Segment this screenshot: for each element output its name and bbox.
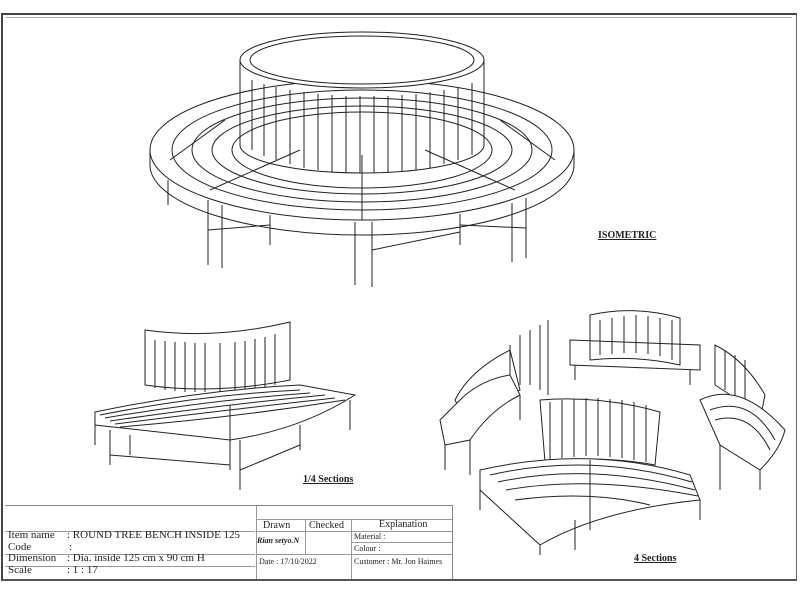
title-block: Drawn Checked Explanation Item name : RO…: [5, 505, 453, 579]
code-value: :: [69, 541, 73, 553]
checked-header: Checked: [309, 520, 344, 531]
item-name-value: : ROUND TREE BENCH INSIDE 125: [67, 529, 241, 541]
drawing-frame: [1, 13, 797, 581]
item-name-label: Item name: [8, 529, 55, 541]
isometric-round-bench: [149, 31, 575, 287]
scale-value: : 1 : 17: [67, 564, 98, 576]
date: Date : 17/10/2022: [259, 557, 317, 566]
dimension-value: : Dia. inside 125 cm x 90 cm H: [67, 552, 205, 564]
code-label: Code: [8, 541, 32, 553]
drawn-header: Drawn: [263, 520, 291, 531]
customer: Customer : Mr. Jon Haimes: [354, 557, 443, 566]
four-sections-bench: [439, 310, 786, 555]
material: Material :: [354, 532, 386, 541]
colour: Colour :: [354, 544, 381, 553]
dimension-label: Dimension: [8, 552, 57, 564]
backrest-slats: [251, 80, 473, 173]
explanation-header: Explanation: [379, 519, 428, 530]
quarter-sections-label: 1/4 Sections: [303, 474, 354, 485]
isometric-label: ISOMETRIC: [598, 230, 657, 241]
quarter-section-bench: [94, 321, 357, 490]
four-sections-label: 4 Sections: [634, 553, 677, 564]
drawn-by-signature: Rian setyo.N: [257, 536, 300, 545]
frame-inner-line: [6, 17, 792, 18]
scale-label: Scale: [8, 564, 32, 576]
